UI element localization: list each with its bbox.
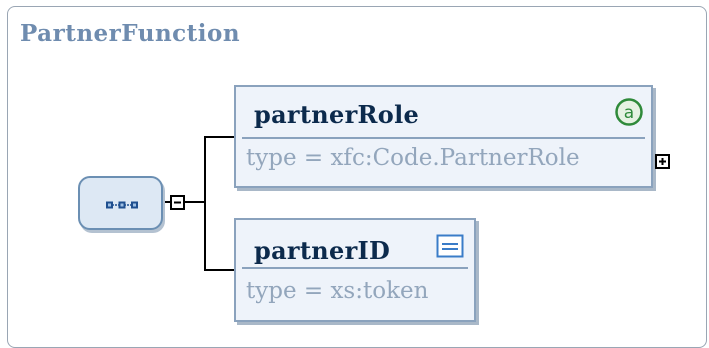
- element-box-partnerID[interactable]: partnerID type = xs:token: [234, 218, 476, 322]
- element-name: partnerRole: [254, 100, 420, 129]
- sequence-compositor[interactable]: [78, 176, 163, 230]
- element-type: type = xfc:Code.PartnerRole: [246, 145, 580, 171]
- collapse-minus-icon[interactable]: [170, 195, 185, 210]
- element-type: type = xs:token: [246, 278, 429, 304]
- expand-plus-icon[interactable]: [655, 154, 670, 169]
- element-name: partnerID: [254, 236, 391, 265]
- element-box-partnerRole[interactable]: partnerRole a type = xfc:Code.PartnerRol…: [234, 85, 653, 188]
- sequence-compositor-icon: [106, 201, 138, 209]
- documentation-icon[interactable]: [436, 234, 464, 258]
- attributes-badge-letter: a: [624, 103, 634, 123]
- complex-type-title: PartnerFunction: [20, 20, 241, 47]
- attributes-icon[interactable]: a: [614, 97, 644, 127]
- element-divider: [242, 137, 645, 139]
- element-divider: [242, 267, 468, 269]
